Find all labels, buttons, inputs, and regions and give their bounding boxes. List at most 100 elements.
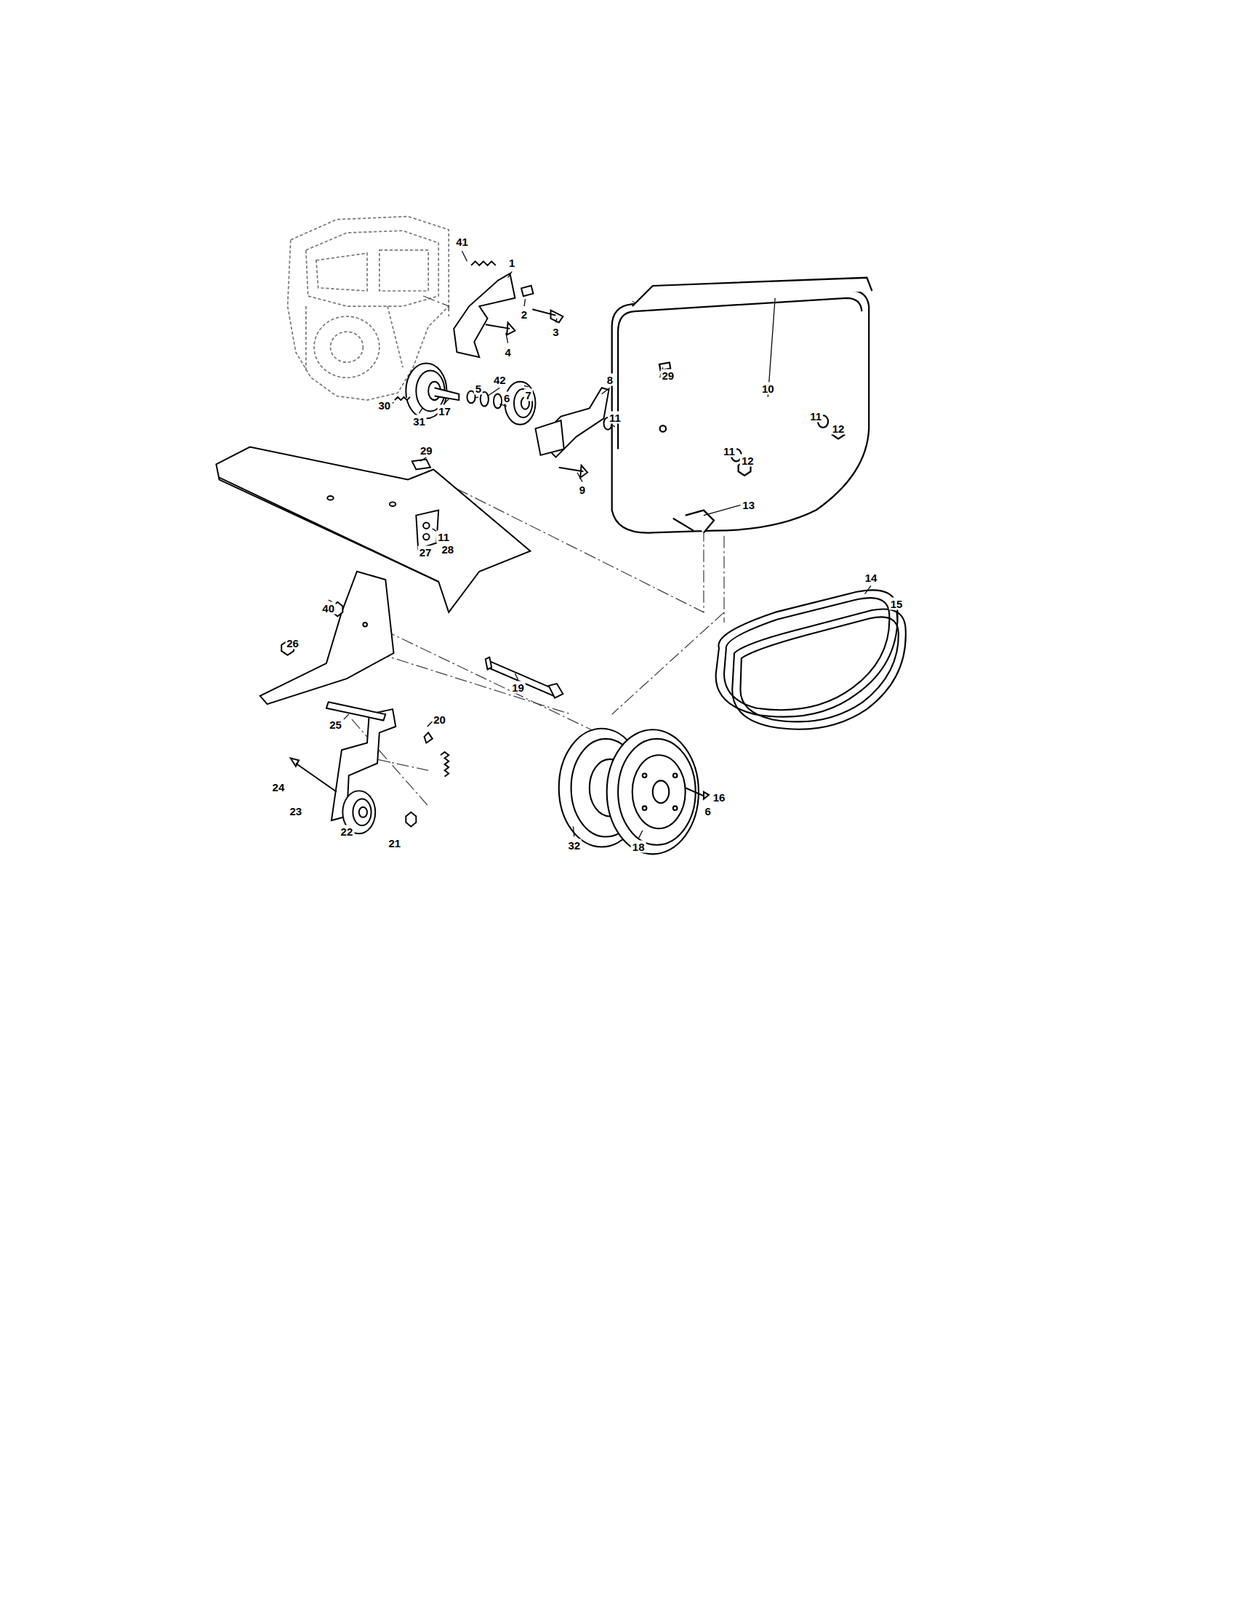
engine-outline-part — [306, 306, 403, 373]
tine-shield-part — [219, 477, 440, 582]
leader-lines-part — [572, 825, 574, 837]
callout-number: 16 — [711, 790, 728, 803]
leader-lines-part — [577, 472, 583, 483]
callout-number: 29 — [660, 369, 676, 382]
axle-part — [487, 660, 557, 696]
leader-lines-part — [610, 424, 616, 427]
v-belts-part — [740, 616, 898, 722]
callout-number: 8 — [605, 372, 615, 386]
callout-number: 12 — [740, 453, 756, 467]
idler-arm — [290, 701, 449, 834]
callout-number: 27 — [418, 545, 434, 558]
axle — [485, 657, 564, 698]
side-bracket — [260, 571, 395, 704]
callout-number: 13 — [740, 498, 757, 512]
engine-outline-part — [330, 331, 364, 363]
bracket-part — [471, 260, 496, 266]
engine-outline-part — [306, 230, 439, 307]
callout-number: 11 — [808, 410, 823, 423]
belt-guard-part — [660, 425, 666, 432]
idler-arm-part — [352, 798, 371, 826]
callout-number: 17 — [436, 404, 453, 418]
leader-lines — [328, 250, 898, 839]
side-bracket-part — [362, 622, 368, 627]
callout-number: 40 — [320, 601, 336, 615]
callout-number: 29 — [418, 443, 435, 456]
bracket-part — [532, 308, 563, 323]
belt-guard-part — [612, 290, 870, 533]
wheel-pulleys-part — [685, 787, 709, 799]
v-belts — [716, 589, 906, 729]
callout-number: 10 — [760, 382, 776, 395]
drive-pulleys-part — [513, 388, 533, 418]
callout-number: 9 — [577, 483, 587, 496]
wheel-pulleys-part — [642, 773, 648, 778]
belt-guard — [612, 277, 873, 533]
leader-lines-part — [638, 830, 643, 839]
leader-lines-part — [420, 457, 427, 462]
bracket-part — [453, 273, 515, 357]
wheel-pulleys-part — [673, 773, 678, 778]
callout-number: 2 — [519, 308, 529, 321]
bracket-part — [521, 285, 533, 296]
drive-pulleys-part — [493, 394, 502, 409]
belt-guard-part — [632, 277, 873, 307]
callout-number: 6 — [703, 804, 712, 818]
tine-shield-part — [423, 521, 429, 528]
callout-number: 11 — [607, 410, 623, 424]
callout-number: 24 — [271, 780, 287, 793]
drive-pulleys-part — [394, 396, 411, 400]
idler-arm-part — [359, 806, 368, 818]
leader-lines-part — [896, 612, 898, 623]
wheel-pulleys-part — [642, 805, 648, 810]
callout-number: 15 — [889, 597, 905, 610]
idler-arm-part — [405, 812, 416, 827]
callout-number: 26 — [284, 636, 301, 649]
callout-number: 18 — [631, 840, 647, 853]
v-belts-part — [716, 589, 898, 717]
idler-arm-part — [424, 732, 433, 743]
idler-arm-part — [440, 751, 449, 777]
leader-lines-part — [444, 399, 450, 404]
alignment-lines-part — [723, 535, 725, 623]
callout-number: 6 — [502, 391, 512, 405]
leader-lines-part — [419, 407, 423, 413]
callout-number: 1 — [507, 255, 517, 269]
wheel-pulleys-part — [632, 754, 686, 829]
callout-number: 5 — [474, 382, 483, 395]
side-bracket-part — [260, 571, 395, 704]
leader-lines-part — [514, 673, 518, 680]
bracket — [453, 260, 563, 357]
engine-outline-part — [314, 316, 380, 378]
alignment-lines-part — [612, 612, 725, 714]
leader-lines-part — [474, 396, 479, 398]
tine-shield-part — [423, 533, 429, 540]
engine-outline-part — [316, 252, 368, 291]
tine-shield-part — [389, 501, 396, 506]
axle-part — [485, 657, 492, 670]
leader-lines-part — [461, 250, 467, 261]
callout-number: 30 — [377, 398, 393, 411]
tine-shield-part — [327, 495, 333, 501]
belt-bracket-part — [535, 420, 564, 456]
tine-shield-part — [415, 510, 439, 549]
callout-number: 20 — [431, 712, 448, 725]
idler-arm-part — [290, 757, 337, 791]
bracket-part — [485, 322, 516, 335]
axle-part — [548, 683, 564, 698]
drive-pulleys-part — [434, 387, 460, 400]
belt-bracket — [535, 387, 612, 477]
belt-guard-part — [617, 298, 862, 450]
wheel-pulleys-part — [673, 805, 678, 810]
callout-number: 22 — [339, 825, 355, 838]
alignment-lines-part — [423, 295, 449, 317]
callout-number: 32 — [566, 838, 582, 851]
callout-number: 25 — [327, 717, 344, 730]
wheel-pulleys — [559, 728, 709, 855]
leader-lines-part — [499, 404, 507, 407]
callout-number: 19 — [510, 681, 526, 694]
callout-number: 28 — [439, 542, 456, 555]
belt-guard-part — [673, 510, 714, 533]
